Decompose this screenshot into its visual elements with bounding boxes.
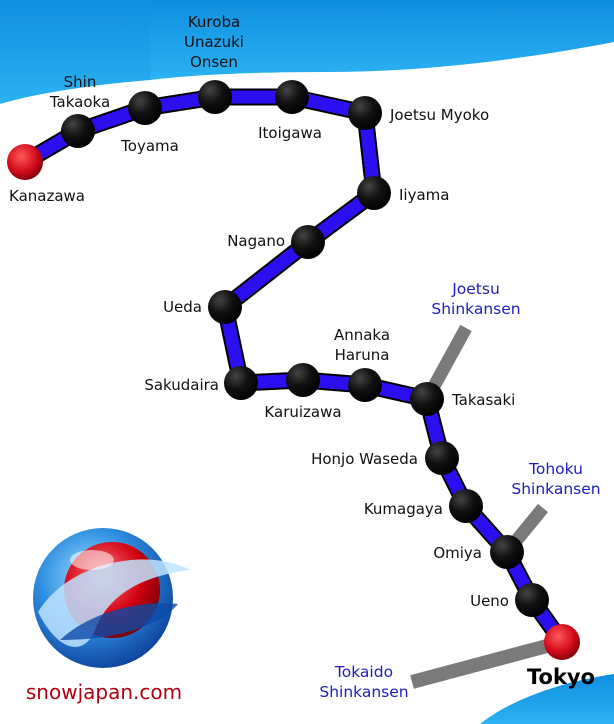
bottom-right-sky	[480, 674, 614, 724]
label-honjo-waseda: Honjo Waseda	[311, 450, 418, 468]
label-karuizawa: Karuizawa	[264, 403, 342, 421]
station-kanazawa[interactable]	[7, 144, 43, 180]
label-joetsu-myoko: Joetsu Myoko	[390, 106, 490, 124]
label-omiya: Omiya	[433, 544, 482, 562]
label-kuroba-line2: Unazuki	[184, 33, 244, 51]
label-ueda: Ueda	[163, 298, 202, 316]
station-itoigawa[interactable]	[275, 80, 309, 114]
label-nagano: Nagano	[227, 232, 285, 250]
label-shin-takaoka-line1: Shin	[63, 73, 97, 91]
station-kuroba-unazuki-onsen[interactable]	[198, 80, 232, 114]
station-karuizawa[interactable]	[286, 363, 320, 397]
label-takasaki: Takasaki	[452, 391, 516, 409]
label-tohoku-line2: Shinkansen	[511, 480, 601, 498]
stations	[7, 80, 580, 660]
label-tokaido-line1: Tokaido	[334, 663, 394, 681]
label-annaka-line2: Haruna	[334, 346, 390, 364]
station-toyama[interactable]	[128, 91, 162, 125]
station-ueno[interactable]	[515, 583, 549, 617]
label-sakudaira: Sakudaira	[144, 376, 219, 394]
station-omiya[interactable]	[490, 535, 524, 569]
label-shin-takaoka: Shin Takaoka	[50, 72, 110, 112]
snowjapan-logo	[33, 528, 190, 668]
label-kuroba-unazuki-onsen: Kuroba Unazuki Onsen	[184, 12, 244, 72]
station-ueda[interactable]	[208, 290, 242, 324]
tokaido-shinkansen-line	[410, 635, 564, 689]
label-joetsu-shinkansen: Joetsu Shinkansen	[431, 279, 520, 319]
label-tokaido-line2: Shinkansen	[319, 683, 409, 701]
label-ueno: Ueno	[470, 592, 509, 610]
label-kumagaya: Kumagaya	[363, 500, 443, 518]
station-sakudaira[interactable]	[224, 366, 258, 400]
label-annaka-line1: Annaka	[333, 326, 391, 344]
station-kumagaya[interactable]	[449, 489, 483, 523]
brand-text[interactable]: snowjapan.com	[25, 680, 183, 704]
label-tokaido-shinkansen: Tokaido Shinkansen	[319, 662, 408, 702]
label-joetsu-line1: Joetsu	[452, 280, 500, 298]
label-tohoku-shinkansen: Tohoku Shinkansen	[511, 459, 600, 499]
label-shin-takaoka-line2: Takaoka	[49, 93, 111, 111]
label-kuroba-line3: Onsen	[190, 53, 238, 71]
top-sky-band	[0, 0, 614, 80]
label-tokyo: Tokyo	[526, 665, 596, 689]
station-joetsu-myoko[interactable]	[348, 96, 382, 130]
station-iiyama[interactable]	[357, 176, 391, 210]
label-iiyama: Iiyama	[399, 186, 450, 204]
label-annaka-haruna: Annaka Haruna	[334, 325, 390, 365]
station-honjo-waseda[interactable]	[425, 441, 459, 475]
station-nagano[interactable]	[291, 225, 325, 259]
label-itoigawa: Itoigawa	[258, 124, 322, 142]
top-left-sky	[0, 0, 150, 104]
station-takasaki[interactable]	[410, 382, 444, 416]
label-kanazawa: Kanazawa	[9, 187, 85, 205]
station-shin-takaoka[interactable]	[61, 114, 95, 148]
station-annaka-haruna[interactable]	[348, 368, 382, 402]
label-toyama: Toyama	[121, 137, 179, 155]
label-joetsu-line2: Shinkansen	[431, 300, 521, 318]
label-tohoku-line1: Tohoku	[529, 460, 583, 478]
station-tokyo[interactable]	[544, 624, 580, 660]
label-kuroba-line1: Kuroba	[187, 13, 241, 31]
